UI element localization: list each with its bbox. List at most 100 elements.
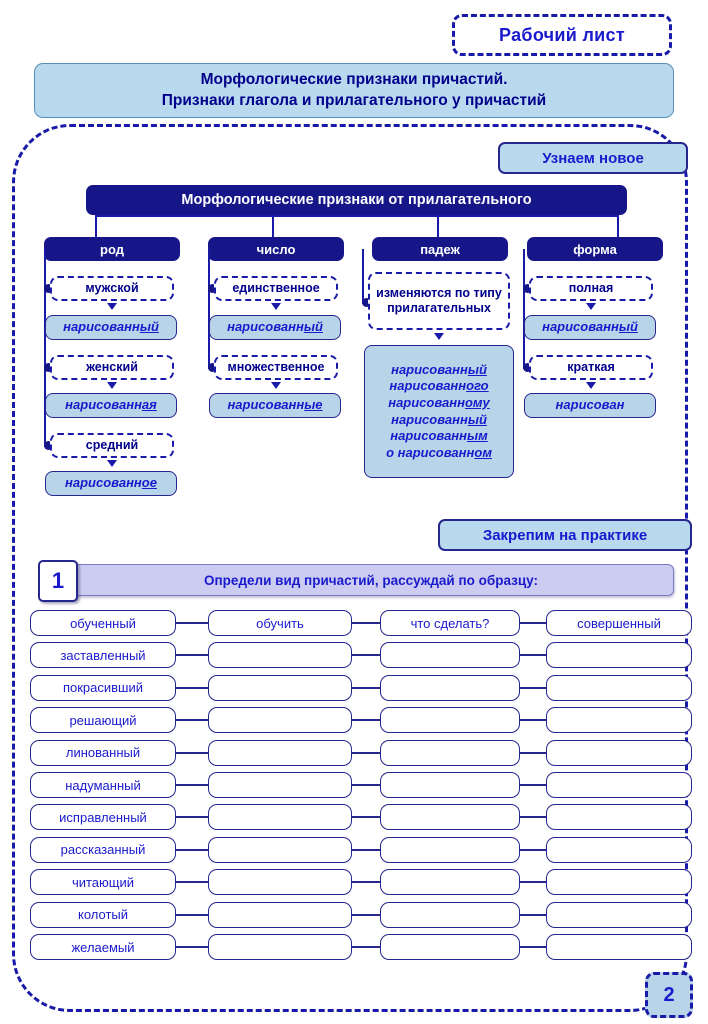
aspect-input[interactable] [546, 674, 692, 701]
connector [352, 946, 380, 948]
question-input[interactable] [380, 707, 520, 734]
declension-item: нарисованному [388, 394, 490, 410]
question-input[interactable] [380, 642, 520, 669]
table-row: читающий [30, 869, 692, 896]
connector [520, 816, 546, 819]
infinitive-input[interactable] [208, 674, 352, 701]
infinitive-input[interactable] [208, 901, 352, 928]
bullet-dot [523, 363, 532, 372]
diagram-term-zhenskiy: женский [50, 355, 174, 380]
connector [520, 686, 546, 689]
connector [176, 946, 208, 948]
infinitive-input[interactable] [208, 707, 352, 734]
diagram-declension-list: нарисованный нарисованного нарисованному… [364, 345, 514, 478]
worksheet-badge: Рабочий лист [452, 14, 672, 56]
aspect-input[interactable] [546, 642, 692, 669]
table-row: линованный [30, 739, 692, 766]
participle-cell[interactable]: заставленный [30, 642, 176, 669]
connector [617, 215, 619, 237]
question-input[interactable] [380, 739, 520, 766]
table-row: исправленный [30, 804, 692, 831]
arrow-down-icon [586, 303, 596, 310]
question-input[interactable]: что сделать? [380, 610, 520, 636]
question-input[interactable] [380, 934, 520, 960]
diagram-example-sredniy: нарисованное [45, 471, 177, 496]
connector [520, 654, 546, 657]
connector [176, 816, 208, 819]
connector [520, 784, 546, 786]
connector [352, 719, 380, 722]
connector [520, 881, 546, 884]
arrow-down-icon [107, 303, 117, 310]
participle-cell[interactable]: решающий [30, 707, 176, 734]
example-stem: нарисованн [65, 475, 142, 491]
infinitive-input[interactable]: обучить [208, 610, 352, 636]
participle-cell[interactable]: покрасивший [30, 674, 176, 701]
question-input[interactable] [380, 869, 520, 896]
infinitive-input[interactable] [208, 804, 352, 831]
infinitive-input[interactable] [208, 934, 352, 960]
section-badge-learn-new: Узнаем новое [498, 142, 688, 174]
declension-item: нарисованного [389, 378, 489, 394]
arrow-down-icon [434, 333, 444, 340]
diagram-term-edinstvennoe: единственное [214, 276, 338, 301]
question-input[interactable] [380, 901, 520, 928]
page-title: Морфологические признаки причастий. Приз… [34, 63, 674, 118]
arrow-down-icon [271, 303, 281, 310]
aspect-input[interactable] [546, 739, 692, 766]
arrow-down-icon [107, 382, 117, 389]
bullet-dot [208, 284, 217, 293]
participle-cell[interactable]: линованный [30, 739, 176, 766]
connector [208, 249, 210, 368]
page-title-line-1: Морфологические признаки причастий. [200, 71, 508, 89]
participle-cell[interactable]: исправленный [30, 804, 176, 831]
arrow-down-icon [107, 460, 117, 467]
question-input[interactable] [380, 804, 520, 831]
aspect-input[interactable] [546, 707, 692, 734]
aspect-input[interactable] [546, 869, 692, 896]
aspect-input[interactable] [546, 772, 692, 798]
connector [176, 913, 208, 916]
question-input[interactable] [380, 836, 520, 863]
example-stem: нарисованн [542, 319, 619, 335]
bullet-dot [44, 441, 53, 450]
aspect-input[interactable] [546, 804, 692, 831]
question-input[interactable] [380, 772, 520, 798]
participle-cell[interactable]: рассказанный [30, 836, 176, 863]
example-ending: ый [139, 319, 159, 335]
connector [352, 654, 380, 657]
diagram-term-muzhskoy: мужской [50, 276, 174, 301]
connector [176, 719, 208, 722]
section-badge-practice: Закрепим на практике [438, 519, 692, 551]
diagram-category-rod: род [44, 237, 180, 261]
infinitive-input[interactable] [208, 642, 352, 669]
connector [352, 784, 380, 786]
question-input[interactable] [380, 674, 520, 701]
connector [176, 654, 208, 657]
aspect-input[interactable] [546, 836, 692, 863]
infinitive-input[interactable] [208, 836, 352, 863]
page-number-badge: 2 [645, 972, 693, 1018]
connector [352, 686, 380, 689]
declension-item: нарисованный [391, 411, 487, 427]
aspect-input[interactable] [546, 901, 692, 928]
participle-cell[interactable]: читающий [30, 869, 176, 896]
participle-cell[interactable]: надуманный [30, 772, 176, 798]
aspect-input[interactable] [546, 934, 692, 960]
connector [352, 816, 380, 819]
infinitive-input[interactable] [208, 869, 352, 896]
diagram-heading: Морфологические признаки от прилагательн… [86, 185, 627, 215]
example-ending: ое [141, 475, 157, 491]
participle-cell[interactable]: желаемый [30, 934, 176, 960]
aspect-input[interactable]: совершенный [546, 610, 692, 636]
example-stem: нарисованн [63, 319, 140, 335]
participle-cell[interactable]: обученный [30, 610, 176, 636]
declension-item: нарисованным [390, 428, 488, 444]
diagram-term-padezh-note: изменяются по типу прилагательных [368, 272, 510, 330]
participle-cell[interactable]: колотый [30, 901, 176, 928]
infinitive-input[interactable] [208, 772, 352, 798]
infinitive-input[interactable] [208, 739, 352, 766]
table-row: обученный обучить что сделать? совершенный [30, 610, 692, 636]
connector [520, 848, 546, 851]
